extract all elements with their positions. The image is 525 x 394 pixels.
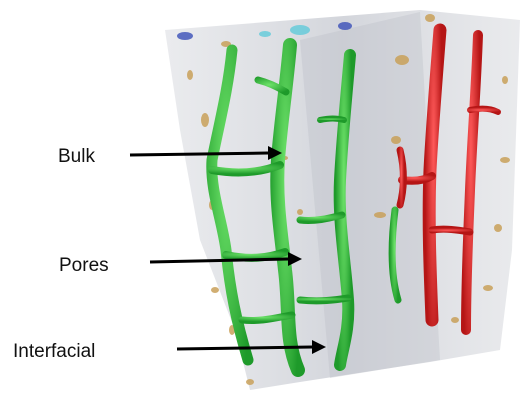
pores-label: Pores [59,256,109,275]
interfacial-label: Interfacial [13,342,95,361]
bulk-label: Bulk [58,147,95,166]
bulk-arrow [130,153,268,155]
interfacial-arrow [177,347,312,349]
